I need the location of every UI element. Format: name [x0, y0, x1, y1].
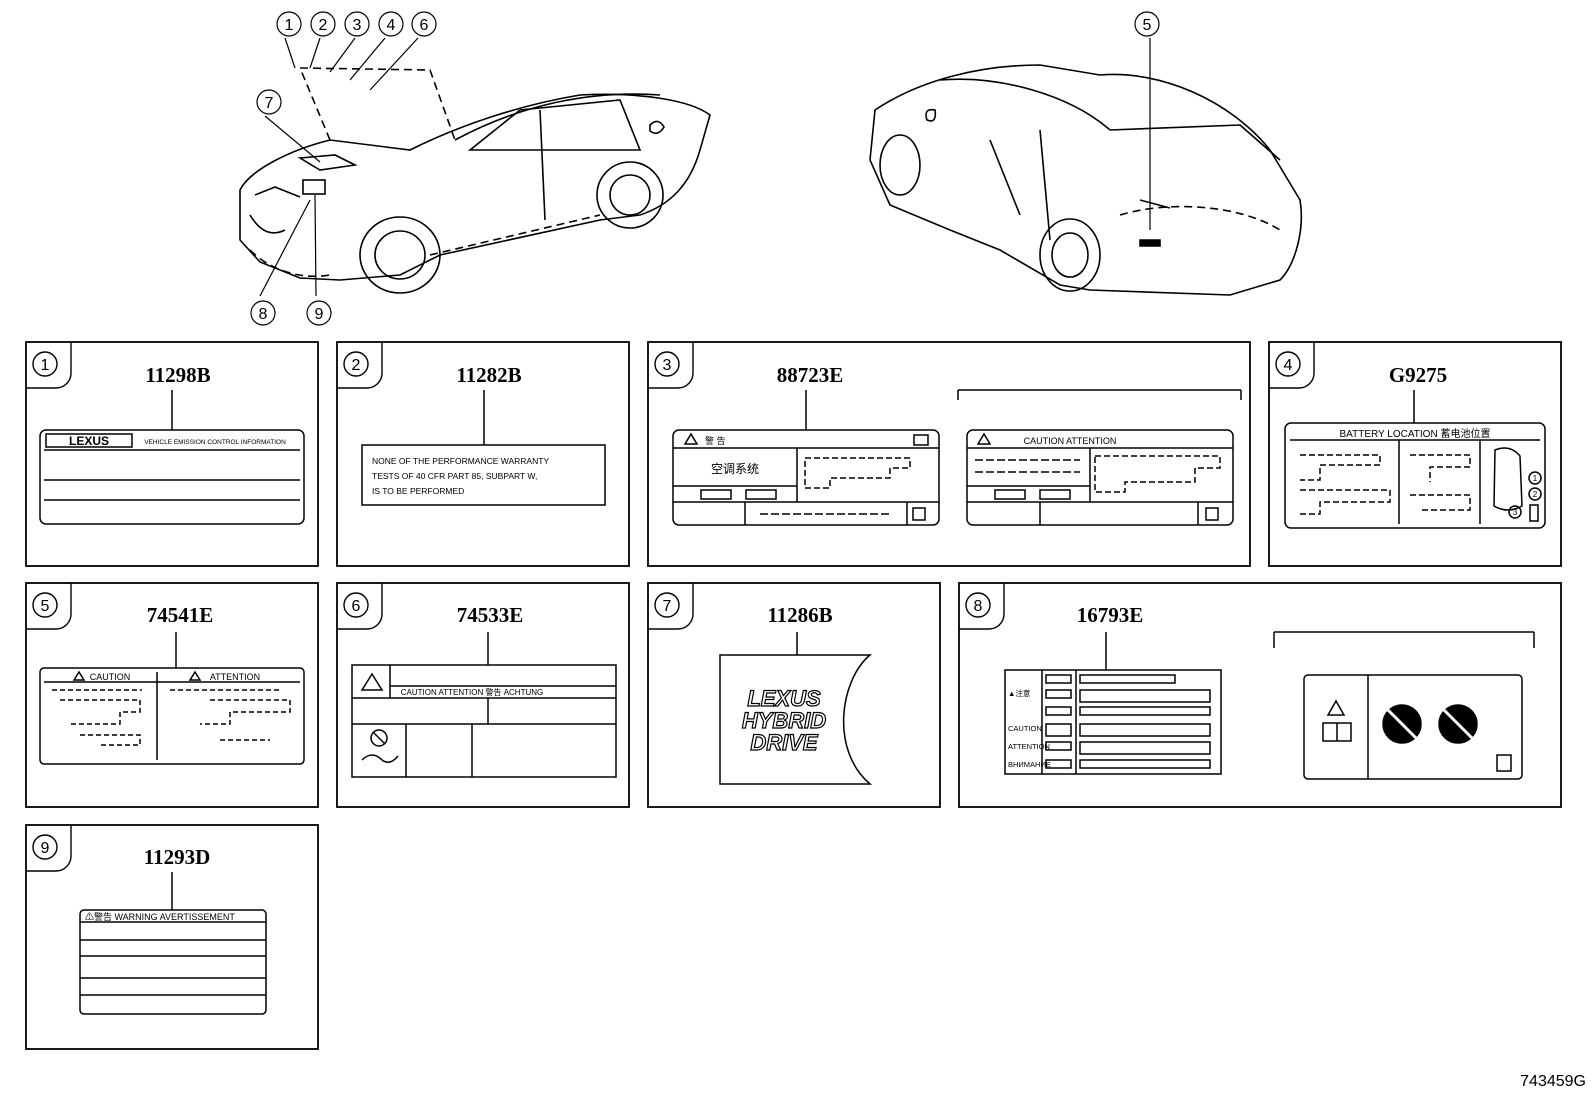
ac-system-cn: 空调系统	[711, 462, 759, 476]
note-cn: ▲注意	[1008, 688, 1030, 698]
emission-info-text: VEHICLE EMISSION CONTROL INFORMATION	[144, 439, 286, 446]
panel-num-3: 3	[663, 357, 672, 374]
panel-num-5: 5	[41, 598, 50, 615]
callout-5: 5	[1143, 17, 1152, 34]
figure-id: 743459G	[1520, 1073, 1586, 1090]
rear-car-drawing	[869, 64, 1303, 296]
label-11286B: LEXUS HYBRID DRIVE	[719, 632, 873, 785]
label-74533E: CAUTION ATTENTION 警告 ACHTUNG	[351, 632, 617, 778]
note-caution: CAUTION	[1008, 724, 1042, 733]
warning-header: ⚠警告 WARNING AVERTISSEMENT	[85, 911, 235, 922]
part-number-1: 11298B	[145, 363, 210, 387]
callout-8: 8	[259, 306, 268, 323]
attention-title: ATTENTION	[210, 672, 260, 682]
label-11293D: ⚠警告 WARNING AVERTISSEMENT	[79, 872, 267, 1015]
note-russian: ВНИМАНИЕ	[1008, 760, 1051, 769]
front-callout-leaders	[259, 37, 419, 297]
callout-4: 4	[387, 17, 396, 34]
label-11282B: NONE OF THE PERFORMANCE WARRANTY TESTS O…	[361, 390, 606, 506]
drive-wordmark: DRIVE	[750, 730, 819, 755]
callout-7: 7	[265, 95, 274, 112]
panel-num-2: 2	[352, 357, 361, 374]
panel-frames	[25, 341, 1562, 1050]
lexus-wordmark: LEXUS	[747, 686, 821, 711]
part-number-8: 16793E	[1077, 603, 1144, 627]
warranty-line-2: TESTS OF 40 CFR PART 85, SUBPART W,	[372, 471, 537, 481]
panel-num-1: 1	[41, 357, 50, 374]
hybrid-wordmark: HYBRID	[742, 708, 826, 733]
battery-mark-3: 3	[1513, 508, 1518, 517]
part-number-2: 11282B	[456, 363, 521, 387]
label-11298B: LEXUS VEHICLE EMISSION CONTROL INFORMATI…	[39, 390, 305, 525]
part-number-4: G9275	[1389, 363, 1447, 387]
part-number-7: 11286B	[767, 603, 832, 627]
label-16793E: ▲注意 CAUTION ATTENTION ВНИМАНИЕ	[1004, 631, 1535, 780]
panel-num-9: 9	[41, 840, 50, 857]
warranty-line-3: IS TO BE PERFORMED	[372, 486, 464, 496]
battery-location-header: BATTERY LOCATION 蓄电池位置	[1340, 427, 1491, 440]
multilang-caution-header: CAUTION ATTENTION 警告 ACHTUNG	[401, 687, 544, 697]
part-number-3: 88723E	[777, 363, 844, 387]
note-attention: ATTENTION	[1008, 742, 1050, 751]
battery-mark-1: 1	[1533, 474, 1538, 483]
ac-caution-text: CAUTION ATTENTION	[1024, 436, 1117, 446]
callout-1: 1	[285, 17, 294, 34]
warranty-line-1: NONE OF THE PERFORMANCE WARRANTY	[372, 456, 549, 466]
battery-mark-2: 2	[1533, 490, 1538, 499]
label-74541E: CAUTION ATTENTION	[39, 632, 305, 765]
callout-9: 9	[315, 306, 324, 323]
callout-2: 2	[319, 17, 328, 34]
label-G9275: BATTERY LOCATION 蓄电池位置 1 2 3	[1284, 390, 1546, 529]
caution-title: CAUTION	[90, 672, 131, 682]
panel-num-6: 6	[352, 598, 361, 615]
panel-num-8: 8	[974, 598, 983, 615]
warn-cn: 警 告	[705, 435, 726, 446]
part-number-6: 74533E	[457, 603, 524, 627]
label-88723E: 警 告 空调系统 CAUTION ATTENTION	[672, 389, 1242, 526]
callout-3: 3	[353, 17, 362, 34]
callout-6: 6	[420, 17, 429, 34]
panel-num-4: 4	[1284, 357, 1293, 374]
lexus-logo-text: LEXUS	[69, 434, 109, 448]
panel-num-7: 7	[663, 598, 672, 615]
top-callouts	[250, 11, 1160, 326]
part-number-5: 74541E	[147, 603, 214, 627]
front-car-drawing	[239, 67, 711, 294]
part-number-9: 11293D	[144, 845, 211, 869]
panel-number-tabs	[26, 342, 1315, 872]
